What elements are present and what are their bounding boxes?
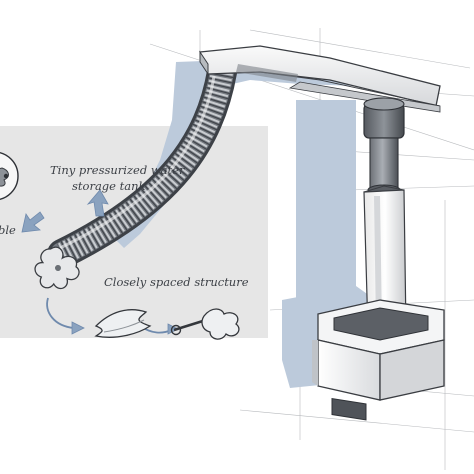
annotations: Tiny pressurized water storage tank Clos… [0,163,249,289]
lower-mast [363,185,407,333]
tank-label-line2: storage tank [72,179,146,193]
upper-pole [363,97,405,196]
annotation-arrows [21,189,179,335]
arrow-up-icon [86,189,109,217]
hose-end-cap [34,246,80,290]
base-unit [312,299,445,421]
tank-label-line1: Tiny pressurized water [50,163,186,177]
cut-off-label: ble [0,223,16,237]
segment-detail [94,309,152,338]
connector-detail [170,308,240,340]
arrow-left-icon [21,211,45,233]
corrugated-hose [47,57,237,269]
detail-circle [0,152,19,200]
display-screen [331,398,367,421]
structure-label: Closely spaced structure [104,275,249,289]
